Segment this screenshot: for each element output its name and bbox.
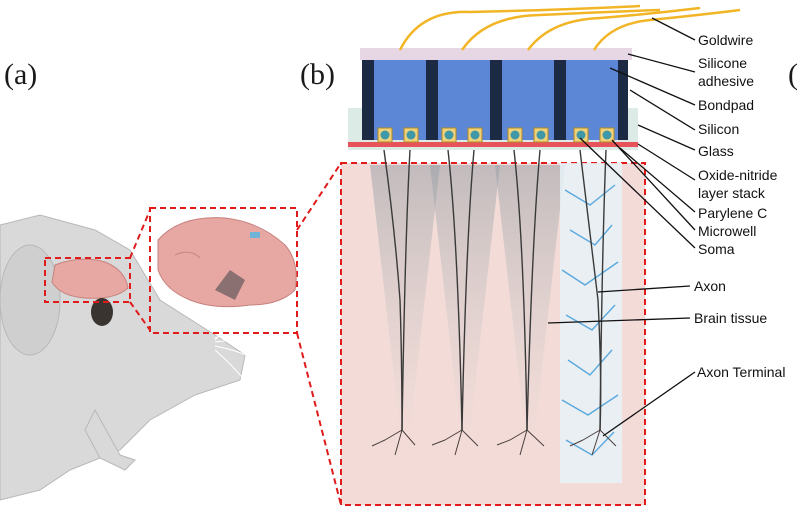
label-oxide-nitride-line2: layer stack — [698, 185, 766, 201]
zoom-line — [130, 210, 150, 258]
label-silicone-adhesive-line1: Silicone — [698, 55, 747, 71]
zoom-line — [297, 333, 341, 505]
zoom-line — [297, 163, 341, 230]
label-parylene-c: Parylene C — [698, 205, 767, 221]
panel-letter-a: (a) — [4, 58, 37, 91]
brain-zoom — [150, 163, 341, 505]
panel-letter-b: (b) — [300, 58, 335, 91]
gold-wires — [400, 6, 740, 50]
label-microwell: Microwell — [698, 223, 756, 239]
label-silicone-adhesive-line2: adhesive — [698, 73, 754, 89]
label-oxide-nitride-line1: Oxide-nitride — [698, 167, 778, 183]
implant-site-marker — [250, 232, 260, 238]
label-goldwire: Goldwire — [698, 32, 753, 48]
panel-letter-c-partial: ( — [788, 58, 798, 91]
label-glass: Glass — [698, 143, 734, 159]
callout-labels: Goldwire Silicone adhesive Bondpad Silic… — [694, 32, 785, 380]
oxide-nitride-layer — [348, 142, 638, 147]
implant-device — [348, 48, 638, 150]
label-axon-terminal: Axon Terminal — [697, 364, 785, 380]
label-soma: Soma — [698, 241, 735, 257]
label-bondpad: Bondpad — [698, 97, 754, 113]
label-silicon: Silicon — [698, 121, 739, 137]
label-axon: Axon — [694, 278, 726, 294]
label-brain-tissue: Brain tissue — [694, 310, 767, 326]
